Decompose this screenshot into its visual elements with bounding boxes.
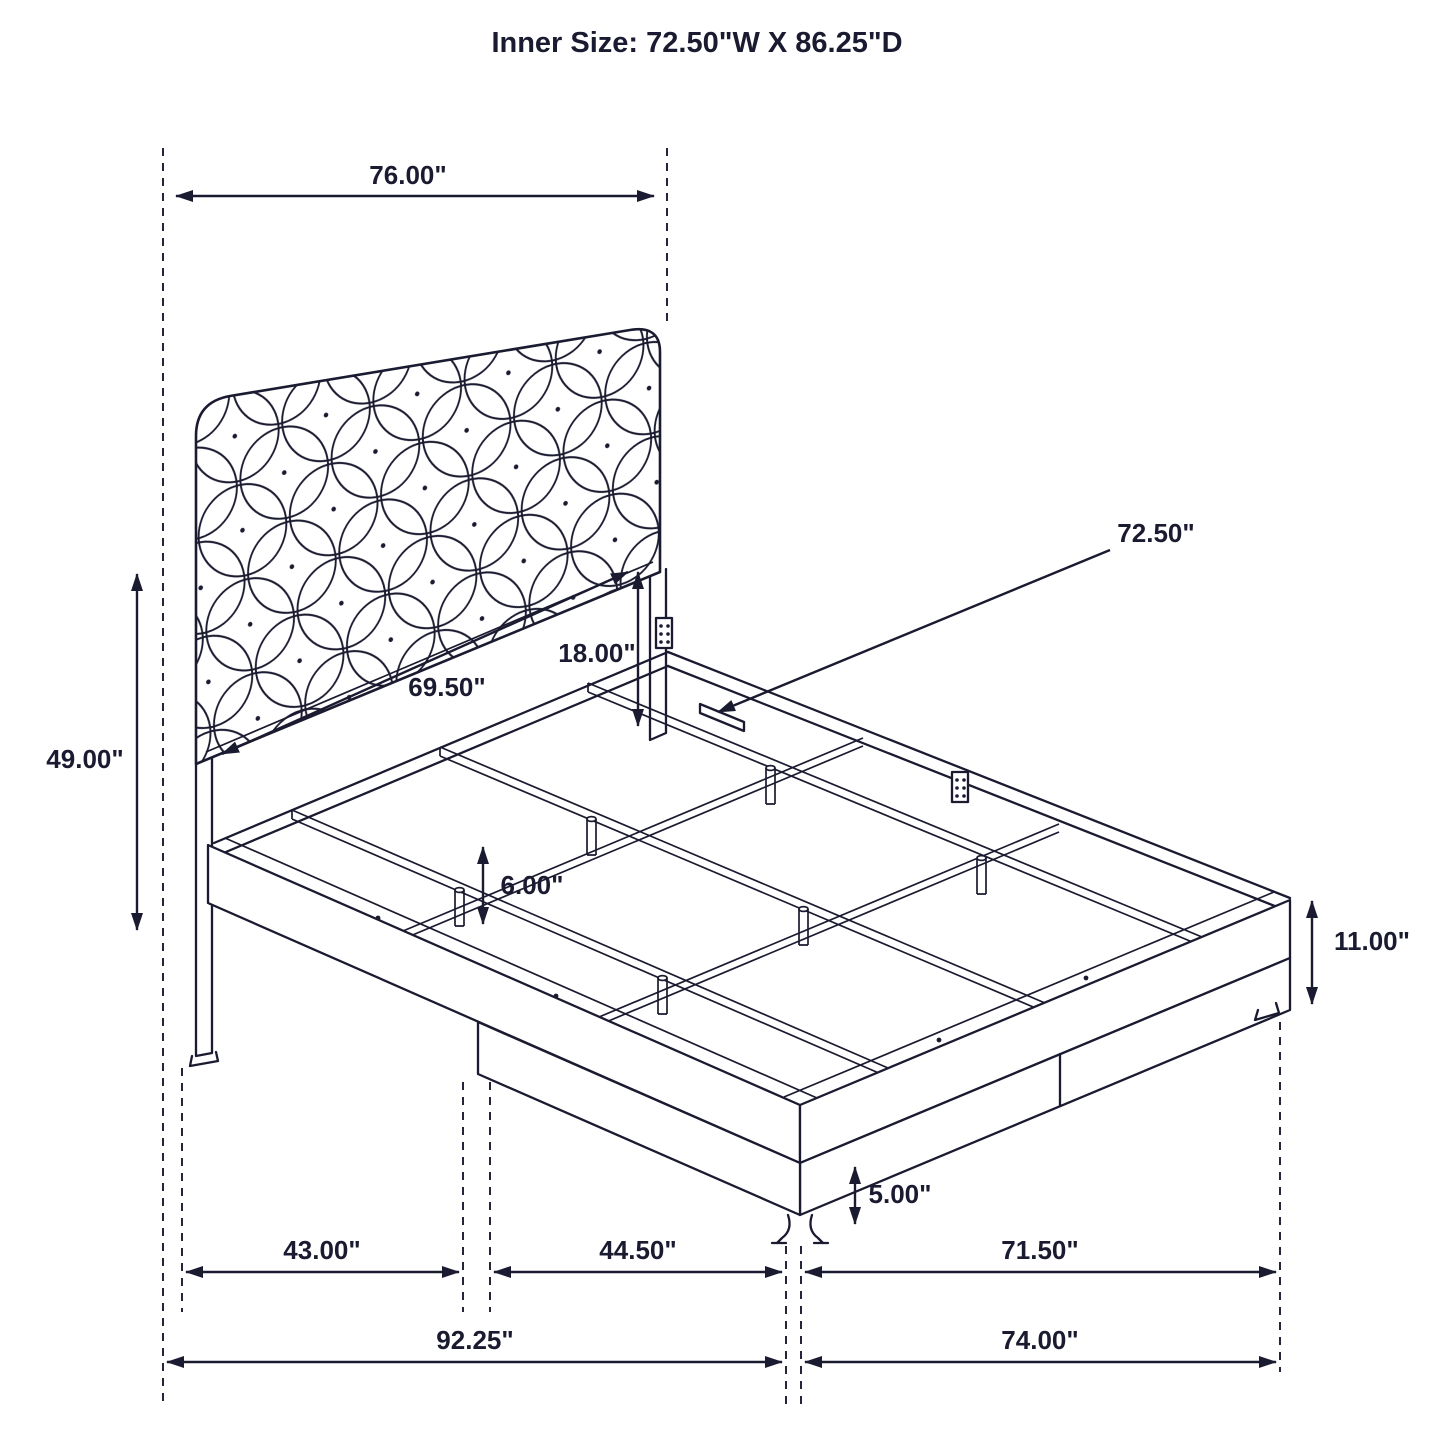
- dimension-annotations: 76.00" 49.00" 18.00" 69.50" 72.50" 6.00"…: [46, 160, 1410, 1368]
- right-back-rail: [666, 650, 1292, 914]
- dim-segment-middle-label: 44.50": [599, 1235, 676, 1265]
- support-rail: [291, 809, 889, 1078]
- dim-overall-depth-label: 92.25": [436, 1325, 513, 1355]
- dim-support-leg-label: 6.00": [501, 870, 564, 900]
- rail-top-edges: [224, 837, 1275, 1099]
- headboard-panel: [194, 327, 662, 766]
- bed-drawing: [188, 327, 1292, 1245]
- dim-front-leg-label: 5.00": [869, 1179, 932, 1209]
- dim-overall-width-label: 76.00": [369, 160, 446, 190]
- dim-footprint-width-label: 74.00": [1001, 1325, 1078, 1355]
- left-drawer-face: [476, 1020, 802, 1217]
- dim-segment-right-label: 71.50": [1001, 1235, 1078, 1265]
- dim-headboard-height-label: 49.00": [46, 744, 123, 774]
- dim-inner-width-label: 72.50": [1117, 518, 1194, 548]
- dim-headboard-width-label: 69.50": [408, 672, 485, 702]
- dim-headboard-width-arrow: [221, 570, 629, 756]
- extension-lines: [162, 148, 1281, 1408]
- support-rail: [439, 746, 1046, 1013]
- right-corner-foot: [1253, 1001, 1281, 1022]
- dim-inner-width-leader: [717, 548, 1111, 714]
- support-legs: [454, 764, 987, 1015]
- dim-headboard-drop-label: 18.00": [558, 638, 635, 668]
- front-corner-leg: [770, 1213, 830, 1245]
- dim-segment-left-label: 43.00": [283, 1235, 360, 1265]
- headboard-right-post: [648, 567, 674, 742]
- support-rail: [587, 682, 1203, 947]
- center-rail-bracket: [698, 702, 746, 733]
- dim-rail-height-label: 11.00": [1334, 926, 1410, 956]
- headboard-left-post: [188, 755, 220, 1068]
- cross-slat: [598, 823, 1060, 1026]
- diagram-title: Inner Size: 72.50"W X 86.25"D: [491, 27, 902, 59]
